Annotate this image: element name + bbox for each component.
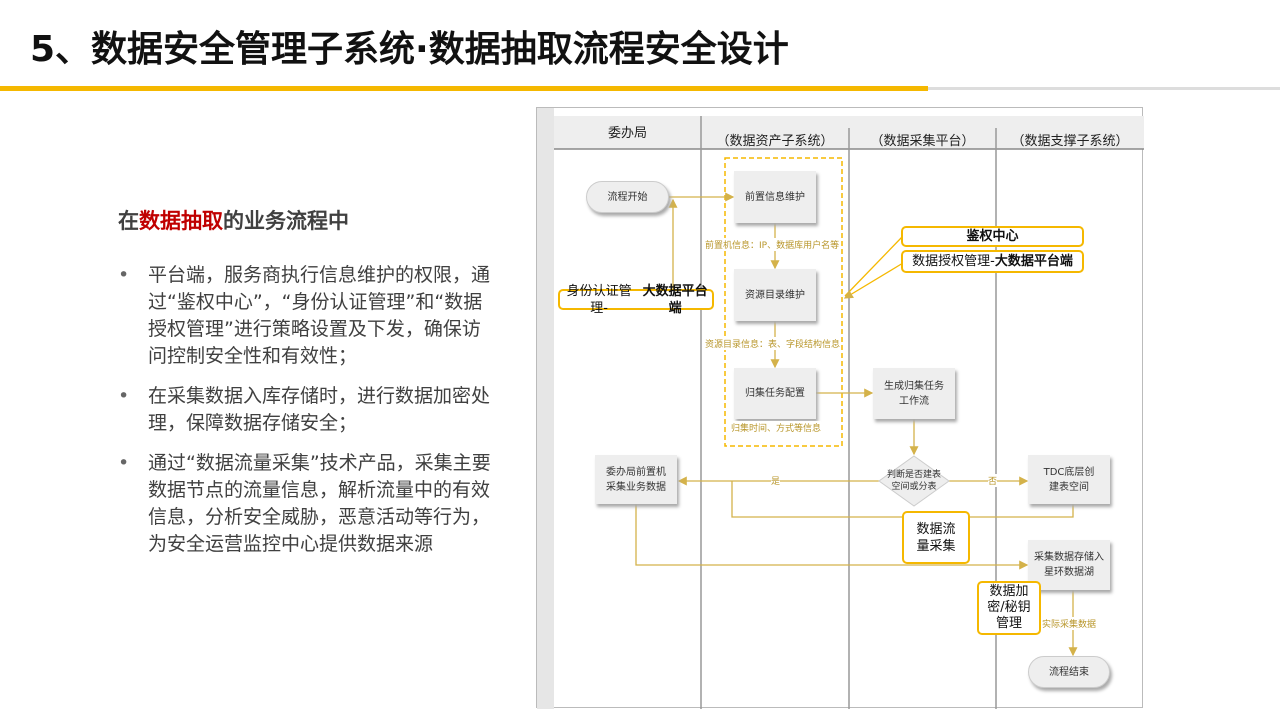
- tdc-node: TDC底层创建表空间: [1028, 455, 1110, 504]
- callout-text: 身份认证管理-: [566, 283, 632, 316]
- lane-header: 委办局: [607, 126, 647, 141]
- heading-text: 在: [118, 209, 139, 233]
- flow-label: 归集时间、方式等信息: [731, 421, 822, 434]
- heading-highlight: 数据抽取: [139, 209, 223, 233]
- store-node: 采集数据存储入星环数据湖: [1028, 540, 1110, 590]
- heading-text: 的业务流程中: [223, 209, 349, 233]
- title-underline-accent: [0, 86, 928, 91]
- diagram-lines: [537, 108, 1144, 709]
- flow-label: 前置机信息：IP、数据库用户名等: [705, 238, 840, 251]
- workflow-node: 生成归集任务工作流: [873, 368, 955, 419]
- traffic-callout: 数据流量采集: [902, 511, 970, 564]
- bullet-item: 通过“数据流量采集”技术产品，采集主要数据节点的流量信息，解析流量中的有效信息，…: [118, 450, 498, 558]
- page-title: 5、数据安全管理子系统·数据抽取流程安全设计: [30, 29, 789, 70]
- yes-label: 是: [771, 474, 781, 487]
- catalog-node: 资源目录维护: [734, 269, 816, 321]
- bullet-list: 平台端，服务商执行信息维护的权限，通过“鉴权中心”，“身份认证管理”和“数据授权…: [118, 262, 498, 571]
- callout-bold: 大数据平台端: [994, 254, 1073, 269]
- identity-callout: 身份认证管理- 大数据平台端: [558, 284, 714, 316]
- flow-label: 实际采集数据: [1042, 617, 1097, 630]
- data-auth-callout: 数据授权管理-大数据平台端: [901, 250, 1084, 273]
- encrypt-callout: 数据加密/秘钥管理: [977, 581, 1041, 635]
- end-node: 流程结束: [1028, 656, 1110, 688]
- no-label: 否: [988, 474, 998, 487]
- callout-text: 数据授权管理-: [912, 254, 995, 269]
- asset-dashed-group: [724, 157, 843, 447]
- prep-node: 前置信息维护: [734, 171, 816, 223]
- flow-label: 资源目录信息：表、字段结构信息: [705, 337, 841, 350]
- task-node: 归集任务配置: [734, 368, 816, 419]
- lane-header: （数据支撑子系统）: [1011, 134, 1129, 149]
- bullet-item: 在采集数据入库存储时，进行数据加密处理，保障数据存储安全；: [118, 383, 498, 437]
- callout-bold: 大数据平台端: [642, 283, 708, 316]
- decision-text: 判断是否建表空间或分表: [887, 470, 942, 492]
- lane-header: （数据资产子系统）: [716, 134, 834, 149]
- start-node: 流程开始: [586, 181, 669, 213]
- lane-strip: [537, 108, 554, 709]
- title-underline: [928, 87, 1280, 90]
- flow-diagram: 委办局 （数据资产子系统） （数据采集平台） （数据支撑子系统） 流程开始 前置…: [536, 107, 1144, 709]
- bureau-node: 委办局前置机采集业务数据: [595, 455, 677, 504]
- bullet-item: 平台端，服务商执行信息维护的权限，通过“鉴权中心”，“身份认证管理”和“数据授权…: [118, 262, 498, 370]
- decision-diamond: [878, 455, 950, 507]
- section-heading: 在数据抽取的业务流程中: [118, 205, 349, 235]
- lane-header: （数据采集平台）: [870, 134, 975, 149]
- auth-center-callout: 鉴权中心: [901, 226, 1084, 247]
